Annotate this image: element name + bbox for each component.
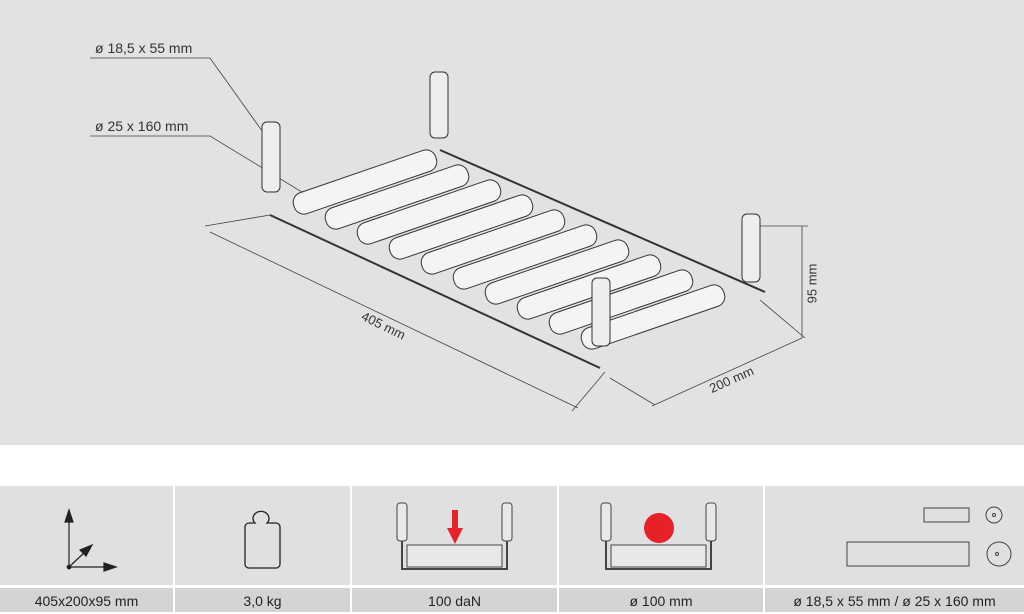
conveyor-roller	[484, 239, 630, 305]
load-capacity-icon	[396, 502, 513, 570]
spec-cell-load	[352, 486, 557, 585]
spec-roller-sizes-value: ø 18,5 x 55 mm / ø 25 x 160 mm	[765, 588, 1024, 612]
conveyor-roller	[388, 194, 534, 260]
guide-roller	[261, 121, 281, 193]
conveyor-roller	[356, 179, 502, 245]
spec-cell-diameter	[559, 486, 763, 585]
dimensions-axes-icon	[64, 508, 118, 572]
spec-cell-roller-sizes	[765, 486, 1024, 585]
conveyor-roller	[324, 164, 470, 230]
callout-small-roller: ø 18,5 x 55 mm	[95, 40, 193, 56]
weight-icon	[244, 510, 281, 569]
conveyor-roller	[292, 149, 438, 215]
spec-cell-dimensions	[0, 486, 173, 585]
guide-roller	[429, 71, 449, 139]
product-drawing: ø 18,5 x 55 mm ø 25 x 160 mm 405 mm 200 …	[0, 0, 1024, 445]
roller-conveyor-illustration	[90, 57, 808, 412]
spec-load-value: 100 daN	[352, 588, 557, 612]
roller-sizes-icon	[846, 506, 1012, 567]
spec-diameter-value: ø 100 mm	[559, 588, 763, 612]
spec-table: 405x200x95 mm 3,0 kg 100 daN ø 100 mm ø …	[0, 486, 1024, 612]
spec-weight-value: 3,0 kg	[175, 588, 350, 612]
callout-large-roller: ø 25 x 160 mm	[95, 118, 189, 134]
conveyor-roller	[580, 284, 726, 350]
conveyor-roller	[420, 209, 566, 275]
dimension-height: 95 mm	[804, 263, 820, 304]
conveyor-roller	[548, 269, 694, 335]
guide-roller	[741, 213, 761, 283]
spec-cell-weight	[175, 486, 350, 585]
min-diameter-icon	[600, 502, 717, 570]
spec-dimensions-value: 405x200x95 mm	[0, 588, 173, 612]
guide-roller	[591, 277, 611, 347]
conveyor-roller	[452, 224, 598, 290]
